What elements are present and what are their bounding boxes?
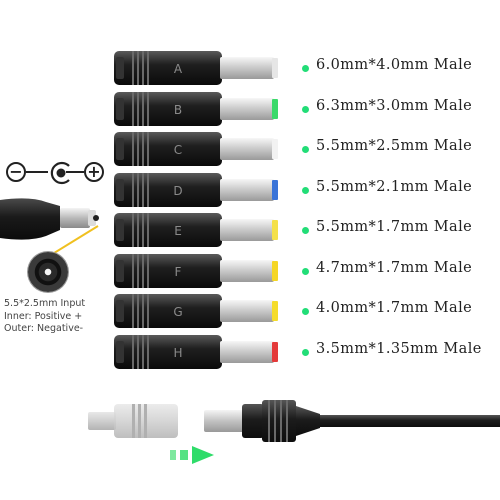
bullet-dot-icon (302, 186, 309, 194)
adapter-tip-image: D (114, 172, 278, 207)
adapter-tip-image: F (114, 253, 278, 288)
adapter-tip-row: G 4.0mm*1.7mm Male (112, 292, 497, 330)
bullet-dot-icon (302, 146, 309, 153)
tip-letter: D (173, 184, 182, 198)
bullet-dot-icon (302, 105, 309, 113)
adapter-tip-image: E (114, 213, 278, 247)
input-size-text: 5.5*2.5mm Input (4, 298, 86, 309)
bullet-dot-icon (302, 308, 309, 315)
bullet-dot-icon (302, 348, 309, 356)
tip-size-label: 5.5mm*2.1mm Male (316, 178, 473, 195)
tip-size-label: 5.5mm*2.5mm Male (316, 138, 473, 154)
tip-letter: F (175, 265, 182, 279)
adapter-tip-row: E 5.5mm*1.7mm Male (112, 211, 497, 249)
adapter-tip-row: A 6.0mm*4.0mm Male (112, 49, 497, 87)
socket-end-view-icon (28, 252, 68, 292)
tip-size-label: 4.7mm*1.7mm Male (316, 259, 473, 276)
tip-letter: H (173, 346, 182, 360)
connection-illustration (88, 400, 500, 464)
center-positive-icon (50, 161, 70, 185)
outer-polarity-text: Outer: Negative- (4, 323, 84, 334)
bullet-dot-icon (302, 267, 309, 275)
adapter-tip-row: F 4.7mm*1.7mm Male (112, 252, 497, 290)
adapter-tip-row: H 3.5mm*1.35mm Male (112, 333, 497, 371)
polarity-diagram: − + (4, 158, 108, 188)
minus-icon: − (6, 162, 26, 182)
plus-icon: + (84, 162, 104, 182)
tip-letter: E (174, 224, 182, 238)
adapter-tip-image: H (114, 334, 278, 369)
tip-size-label: 4.0mm*1.7mm Male (316, 300, 473, 316)
adapter-tip-row: D 5.5mm*2.1mm Male (112, 171, 497, 209)
tip-size-label: 5.5mm*1.7mm Male (316, 219, 473, 235)
inner-polarity-text: Inner: Positive + (4, 310, 83, 322)
adapter-tip-image: B (114, 91, 278, 126)
input-dc-plug-image (0, 198, 99, 240)
bullet-dot-icon (302, 227, 309, 234)
tip-letter: A (174, 62, 183, 76)
tip-size-label: 6.3mm*3.0mm Male (316, 97, 473, 114)
polarity-line-right (66, 171, 84, 173)
tip-letter: B (174, 103, 182, 117)
bullet-dot-icon (302, 65, 309, 72)
adapter-tip-row: C 5.5mm*2.5mm Male (112, 130, 497, 168)
tip-size-label: 6.0mm*4.0mm Male (316, 57, 473, 73)
input-spec-note: 5.5*2.5mm Input Inner: Positive + Outer:… (4, 298, 124, 336)
adapter-tip-image: G (114, 294, 278, 328)
tip-letter: C (174, 143, 182, 157)
adapter-tip-image: C (114, 132, 278, 166)
polarity-line-left (26, 171, 48, 173)
adapter-tip-row: B 6.3mm*3.0mm Male (112, 90, 497, 128)
tip-size-label: 3.5mm*1.35mm Male (316, 340, 482, 357)
tip-letter: G (173, 305, 182, 319)
adapter-tip-image: A (114, 51, 278, 85)
